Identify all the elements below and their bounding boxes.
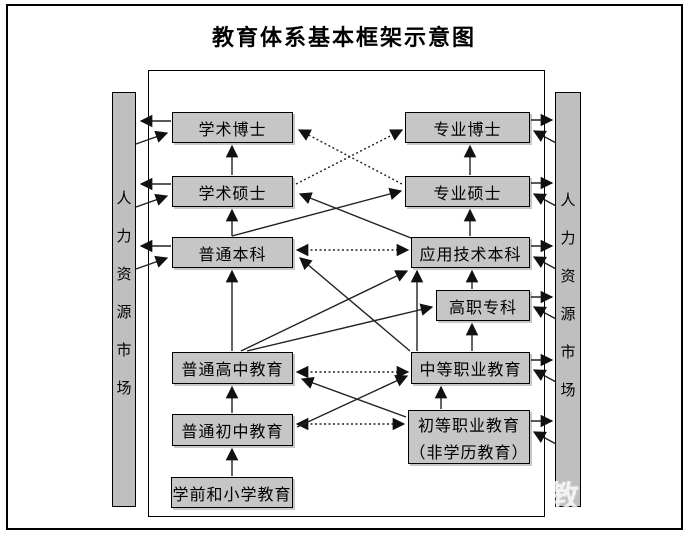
node-label: 学术硕士 bbox=[198, 183, 267, 203]
bar-label-char: 市 bbox=[560, 343, 576, 361]
bar-label-char: 场 bbox=[116, 379, 132, 397]
hr-market-bar-left: 人力资源市场 bbox=[112, 92, 136, 507]
node-putong-chuzhong: 普通初中教育 bbox=[172, 414, 293, 446]
bar-label-char: 力 bbox=[560, 229, 576, 247]
node-zhuanye-boshi: 专业博士 bbox=[405, 112, 530, 143]
node-label-line2: （非学历教育） bbox=[409, 442, 529, 462]
node-xueqian-xiaoxue: 学前和小学教育 bbox=[171, 477, 293, 508]
node-chudeng-zhiye: 初等职业教育 （非学历教育） bbox=[408, 410, 530, 464]
node-label: 普通初中教育 bbox=[181, 422, 284, 441]
node-label: 中等职业教育 bbox=[419, 360, 522, 379]
node-label: 学术博士 bbox=[198, 119, 267, 139]
node-label: 应用技术本科 bbox=[419, 244, 522, 264]
node-label: 专业硕士 bbox=[433, 183, 502, 203]
node-xueshu-boshi: 学术博士 bbox=[172, 112, 293, 143]
bar-label-char: 人 bbox=[116, 189, 132, 207]
node-label: 高职专科 bbox=[448, 297, 517, 317]
bar-label-char: 资 bbox=[560, 267, 576, 285]
bar-label-char: 资 bbox=[116, 265, 132, 283]
node-gaozhi-zhuanke: 高职专科 bbox=[436, 290, 530, 321]
node-zhongdeng-zhiye: 中等职业教育 bbox=[411, 352, 530, 384]
node-putong-benke: 普通本科 bbox=[172, 237, 293, 268]
bar-label-char: 源 bbox=[116, 303, 132, 321]
node-label: 普通高中教育 bbox=[181, 360, 284, 379]
node-zhuanye-shuoshi: 专业硕士 bbox=[405, 176, 530, 207]
node-label: 普通本科 bbox=[198, 244, 267, 264]
node-label: 初等职业教育 bbox=[417, 415, 520, 435]
bar-label-char: 源 bbox=[560, 305, 576, 323]
node-label: 学前和小学教育 bbox=[172, 484, 292, 504]
page-title: 教育体系基本框架示意图 bbox=[211, 26, 476, 51]
bar-label-char: 人 bbox=[560, 191, 576, 209]
node-yingyong-jishu-benke: 应用技术本科 bbox=[411, 237, 530, 268]
node-label: 专业博士 bbox=[433, 119, 502, 139]
node-xueshu-shuoshi: 学术硕士 bbox=[172, 176, 293, 207]
bar-label-char: 力 bbox=[116, 227, 132, 245]
hr-market-bar-right: 人力资源市场 bbox=[555, 92, 581, 507]
node-putong-gaozhong: 普通高中教育 bbox=[172, 352, 293, 384]
bar-label-char: 场 bbox=[560, 381, 576, 399]
bar-label-char: 市 bbox=[116, 341, 132, 359]
